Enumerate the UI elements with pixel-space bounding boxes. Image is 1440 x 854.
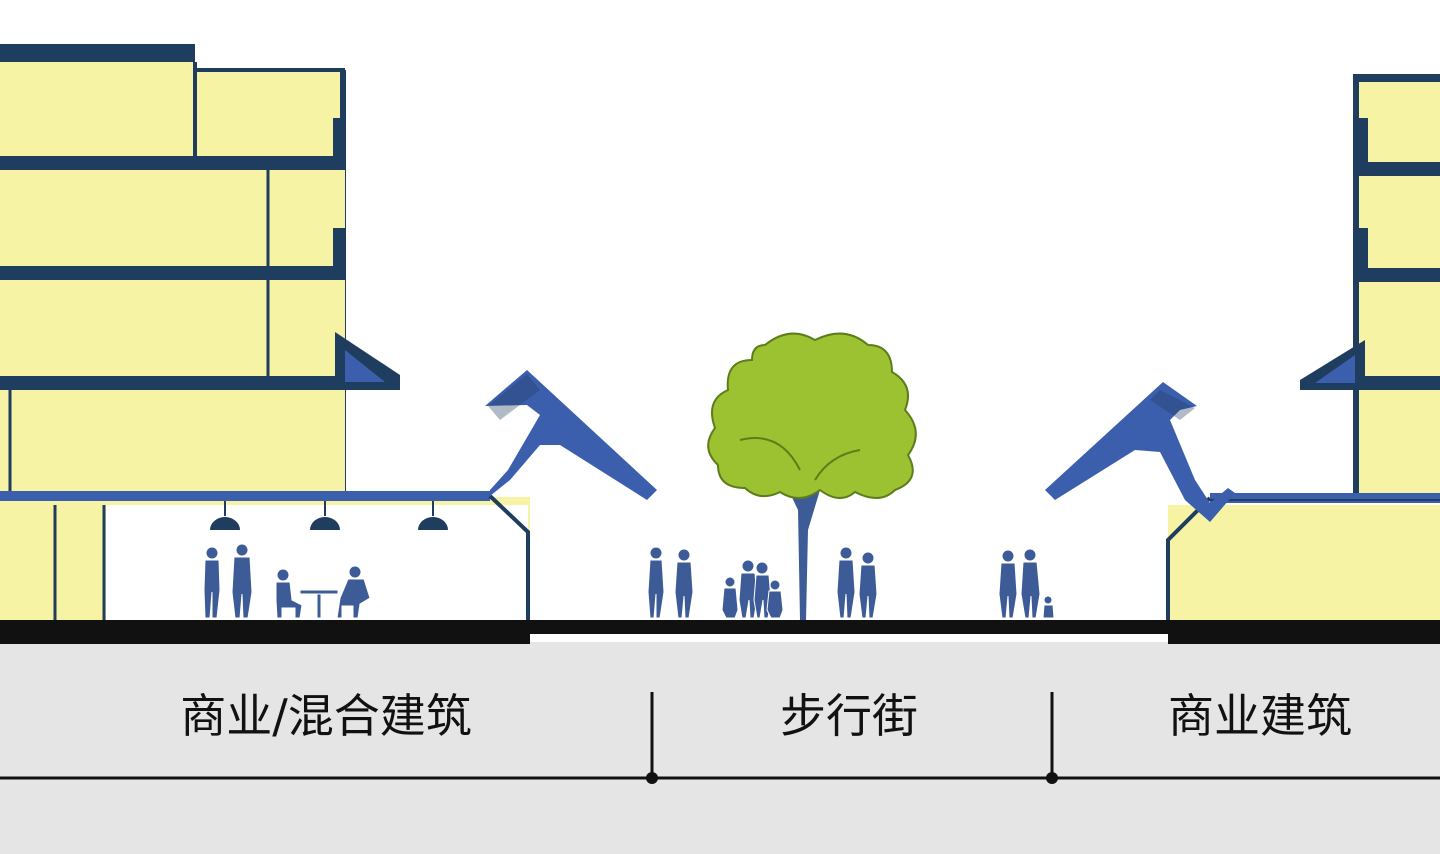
zone-divider-2-dot (1046, 772, 1058, 784)
zone-label-mixed-commercial: 商业/混合建筑 (180, 689, 472, 743)
people-cafe (203, 543, 371, 619)
right-building (1166, 74, 1440, 622)
left-building (0, 44, 530, 622)
ground-slab-street (528, 620, 1170, 634)
ground-band (0, 642, 1440, 854)
zone-divider-1-dot (646, 772, 658, 784)
people-street-right (836, 546, 1055, 619)
ground-slab-left (0, 620, 530, 644)
people-street-left (647, 546, 784, 619)
street-tree (707, 332, 917, 620)
ground-slab-right (1168, 620, 1440, 644)
pendant-lamps (210, 501, 448, 530)
right-canopy (1045, 382, 1235, 522)
zone-label-pedestrian-street: 步行街 (780, 689, 918, 743)
zone-dividers (0, 692, 1440, 784)
left-canopy (485, 370, 657, 500)
zone-label-commercial: 商业建筑 (1168, 689, 1352, 743)
